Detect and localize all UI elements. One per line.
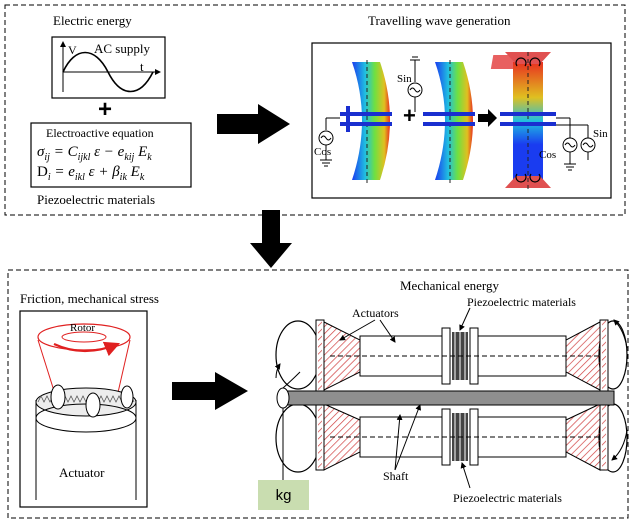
travelling-wave-title: Travelling wave generation [368,13,511,28]
ac-supply-box [51,36,166,99]
mechanical-energy-title: Mechanical energy [400,278,500,293]
top-section-frame [4,4,626,216]
small-arrow [478,109,497,127]
piezo-label-bottom: Piezoelectric materials [453,491,562,505]
equation-2: Di = eikl ε + βik Ek [37,164,145,183]
actuators-label: Actuators [352,306,399,320]
v-axis-label: V [68,43,77,57]
piezoelectric-materials-label-top: Piezoelectric materials [37,192,156,207]
cos-label-1: Cos [314,146,332,158]
bottom-section-frame [7,269,629,519]
ac-supply-label: AC supply [94,41,150,56]
beam-2 [423,60,475,184]
equation-box [30,122,192,188]
shaft-label: Shaft [383,469,409,483]
t-axis-label: t [140,59,144,74]
electric-energy-title: Electric energy [53,13,132,28]
sine-wave [62,51,154,93]
stator-illustration [35,384,137,500]
beam-1 [340,60,392,184]
arrow-right-top [217,104,290,144]
leader-lines [339,307,471,489]
plus-sign-right: + [403,103,416,128]
shaft-bar [279,390,615,406]
cos-sin-source-2 [556,117,596,171]
sin-source-1 [407,56,423,112]
cos-source-1 [318,117,340,167]
motor-drawing [274,319,628,480]
cos-label-2: Cos [539,149,557,161]
weight-box: kg [258,480,309,510]
weight-label: kg [275,486,292,504]
sin-label-1: Sin [397,73,412,85]
actuator-label: Actuator [59,465,105,480]
plus-sign-left: + [98,96,113,123]
friction-title: Friction, mechanical stress [20,291,159,306]
piezo-label-top: Piezoelectric materials [467,295,576,309]
rotor-label: Rotor [70,322,96,334]
sin-label-2: Sin [593,128,608,140]
beam-3 [490,52,556,190]
arrow-down [250,210,292,268]
equation-1: σij = Cijkl ε − ekij Ek [37,144,152,163]
arrow-right-bottom [172,372,248,410]
equation-title: Electroactive equation [46,126,154,140]
